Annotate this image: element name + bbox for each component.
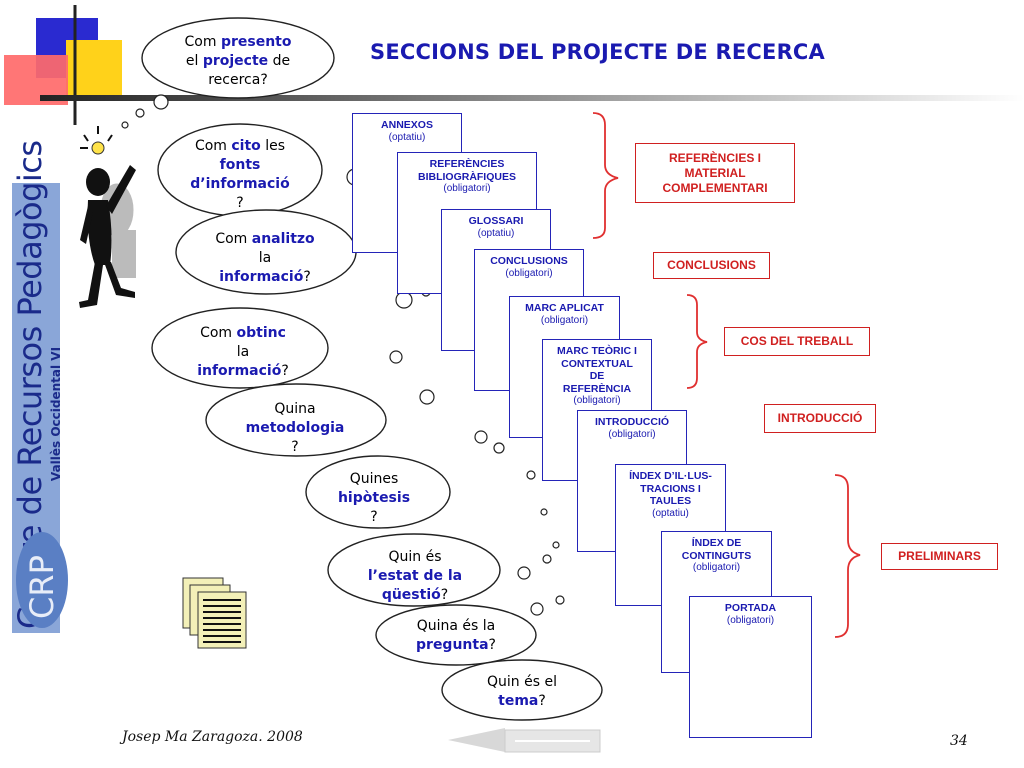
category-cos-del-treball: COS DEL TREBALL — [724, 327, 870, 356]
crp-logo: CRP — [14, 530, 70, 630]
thought-clouds — [141, 17, 603, 721]
section-status: (obligatori) — [573, 395, 621, 406]
cloud-word: Quina — [274, 401, 316, 417]
cloud-6 — [305, 455, 451, 529]
section-title: CONCLUSIONS — [490, 255, 568, 267]
category-conclusions: CONCLUSIONS — [653, 252, 770, 279]
cloud-4 — [151, 307, 329, 389]
page-title: SECCIONS DEL PROJECTE DE RECERCA — [370, 40, 825, 64]
section-page-portada: PORTADA (obligatori) — [689, 596, 812, 738]
header-line — [40, 95, 1024, 101]
cloud-keyword: analitzo — [251, 231, 315, 247]
cloud-text-3: Com analitzo la informació? — [190, 230, 340, 287]
cloud-word: Quines — [349, 471, 399, 487]
section-title: PORTADA — [724, 602, 777, 614]
cloud-text-7: Quin és l’estat de la qüestió? — [340, 548, 490, 605]
cloud-word: recerca? — [208, 72, 268, 88]
cloud-word: ? — [538, 693, 546, 709]
category-preliminars: PRELIMINARS — [881, 543, 998, 570]
cloud-keyword: informació — [219, 269, 304, 285]
category-braces — [592, 112, 861, 638]
cloud-keyword: informació — [197, 363, 282, 379]
cloud-keyword: pregunta — [416, 637, 489, 653]
cloud-word: ? — [303, 269, 311, 285]
cloud-keyword: fonts — [219, 157, 261, 173]
cloud-keyword: l’estat de la — [367, 568, 463, 584]
section-status: (optatiu) — [477, 227, 515, 239]
section-status: (optatiu) — [388, 131, 426, 143]
cloud-word: ? — [236, 195, 244, 211]
cloud-word: Com — [215, 231, 252, 247]
cloud-keyword: metodologia — [245, 420, 345, 436]
cloud-keyword: obtinc — [236, 325, 286, 341]
crp-logo-shape — [16, 532, 68, 628]
footer-author: Josep Ma Zaragoza. 2008 — [122, 729, 303, 745]
cloud-text-6: Quines hipòtesis? — [314, 470, 434, 527]
cloud-word: Quin és el — [487, 674, 557, 690]
cloud-text-4: Com obtinc la informació? — [168, 324, 318, 381]
section-status: (obligatori) — [505, 267, 553, 279]
cloud-keyword: presento — [220, 34, 292, 50]
footer-page-number: 34 — [950, 733, 968, 749]
section-status: (optatiu) — [652, 507, 689, 519]
cloud-keyword: projecte — [202, 53, 269, 69]
cloud-8 — [375, 604, 537, 666]
cloud-keyword: tema — [498, 693, 539, 709]
section-status: (obligatori) — [726, 614, 775, 626]
cloud-word: ? — [281, 363, 289, 379]
section-title: GLOSSARI — [468, 215, 524, 227]
cloud-keyword: qüestió — [381, 587, 441, 603]
category-referencies: REFERÈNCIES I MATERIAL COMPLEMENTARI — [635, 143, 795, 203]
section-title: MARC APLICAT — [525, 302, 604, 314]
category-introduccio: INTRODUCCIÓ — [764, 404, 876, 433]
cloud-word: de — [268, 53, 291, 69]
thinking-figure — [79, 126, 136, 308]
cloud-word: ? — [291, 439, 299, 455]
cloud-keyword: hipòtesis — [337, 490, 411, 506]
cloud-word: la — [258, 250, 272, 266]
crp-logo-text: CRP — [23, 555, 61, 619]
cloud-7 — [327, 533, 501, 607]
cloud-word: ? — [488, 637, 496, 653]
cloud-word: Com — [200, 325, 237, 341]
cloud-word: ? — [370, 509, 378, 525]
brace-body — [686, 294, 708, 389]
section-title: MARC TEÒRIC I CONTEXTUAL DE REFERÈNCIA — [557, 345, 637, 395]
cloud-word: ? — [440, 587, 449, 603]
brace-preliminaries — [834, 474, 861, 638]
section-status: (obligatori) — [540, 314, 589, 326]
section-title: ANNEXOS — [381, 119, 433, 131]
cloud-word: les — [260, 138, 286, 154]
section-title: REFERÈNCIES BIBLIOGRÀFIQUES — [417, 158, 516, 183]
section-status: (obligatori) — [692, 562, 741, 573]
cloud-5 — [205, 383, 387, 457]
cloud-9 — [441, 659, 603, 721]
cloud-word: Quin és — [388, 549, 442, 565]
cloud-word: Com — [194, 138, 232, 154]
section-title: ÍNDEX DE CONTINGUTS — [681, 537, 752, 562]
section-title: INTRODUCCIÓ — [594, 416, 670, 428]
cloud-1 — [141, 17, 335, 99]
section-title: ÍNDEX D’IL·LUS- TRACIONS I TAULES — [629, 470, 712, 507]
brace-references — [592, 112, 619, 239]
section-status: (obligatori) — [608, 428, 656, 440]
cloud-text-5: Quina metodologia? — [220, 400, 370, 457]
cloud-text-9: Quin és el tema? — [452, 673, 592, 711]
arrow-icon — [448, 728, 601, 753]
cloud-word: la — [236, 344, 250, 360]
cloud-keyword: cito — [231, 138, 261, 154]
cloud-word: Quina és la — [416, 618, 496, 634]
cloud-text-2: Com cito les fonts d’informació? — [165, 137, 315, 213]
cloud-keyword: d’informació — [190, 176, 290, 192]
cloud-word: Com — [184, 34, 221, 50]
section-status: (obligatori) — [443, 183, 491, 194]
cloud-word: el — [185, 53, 203, 69]
documents-icon — [182, 577, 247, 649]
cloud-text-8: Quina és la pregunta? — [386, 617, 526, 655]
